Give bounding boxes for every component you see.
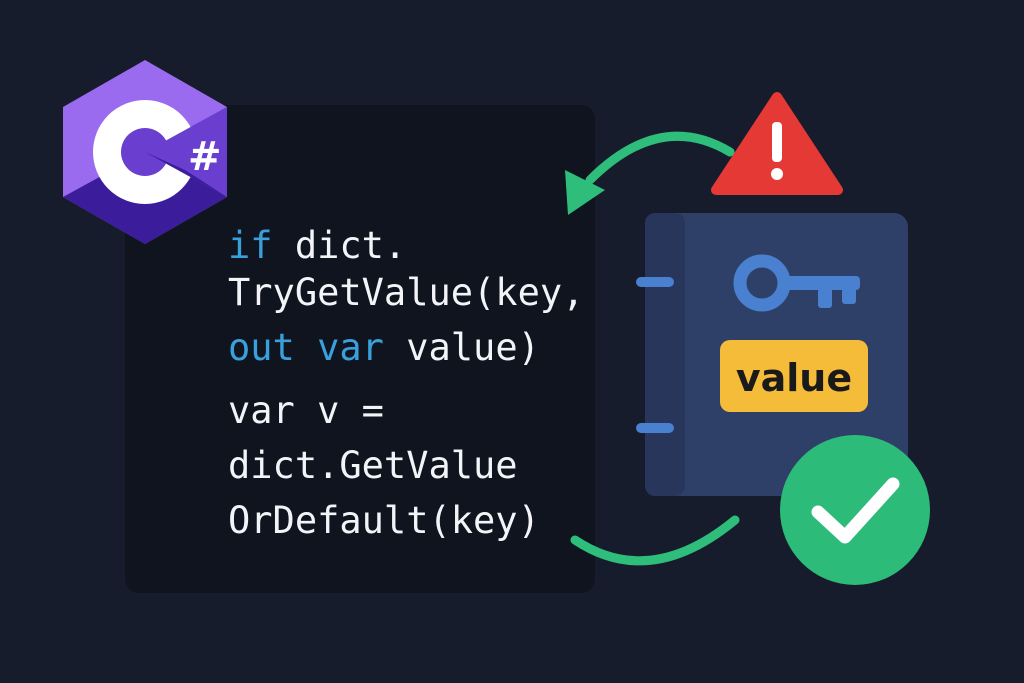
code-token: value): [384, 326, 540, 369]
csharp-logo: #: [63, 60, 227, 244]
code-panel: [125, 105, 595, 593]
arrow-head-icon: [565, 170, 605, 215]
arrow-icon: [570, 131, 740, 566]
code-token: var v =: [228, 389, 384, 432]
value-badge: [720, 340, 868, 412]
code-token: TryGetValue(key,: [228, 271, 584, 314]
code-token: dict.GetValue: [228, 444, 518, 487]
code-token: OrDefault(key): [228, 499, 540, 542]
warning-icon: [711, 92, 843, 195]
code-line: OrDefault(key): [228, 499, 540, 542]
code-token: dict.: [273, 224, 407, 267]
code-block: if dict.TryGetValue(key,out var value)va…: [228, 224, 584, 542]
csharp-logo-hash: #: [188, 134, 222, 180]
code-keyword: out: [228, 326, 295, 369]
code-keyword: var: [317, 326, 384, 369]
code-token: [295, 326, 317, 369]
code-line: if dict.: [228, 224, 406, 267]
code-line: out var value): [228, 326, 540, 369]
code-keyword: if: [228, 224, 273, 267]
value-badge-label: value: [736, 356, 852, 400]
code-line: var v =: [228, 389, 384, 432]
code-line: dict.GetValue: [228, 444, 518, 487]
key-icon: [733, 254, 860, 312]
check-circle-icon: [780, 435, 930, 585]
code-line: TryGetValue(key,: [228, 271, 584, 314]
